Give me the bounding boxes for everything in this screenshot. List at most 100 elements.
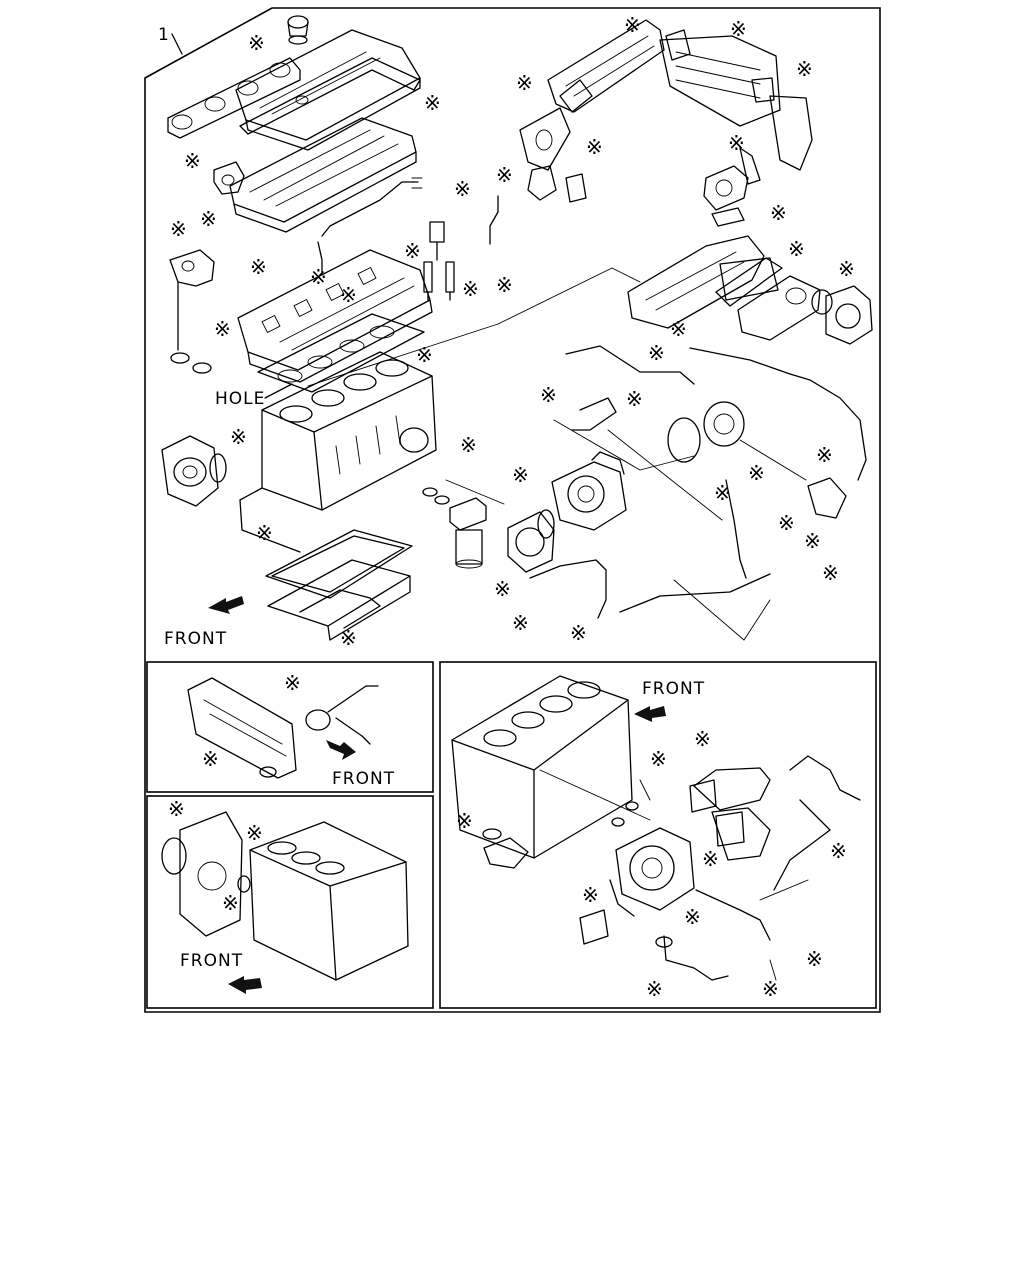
inset-elbow-gasket (689, 779, 717, 813)
main-frame (144, 7, 881, 1013)
svg-text:※: ※ (512, 463, 529, 487)
oil-return-pipe (571, 397, 617, 431)
exhaust-pipe-connector (703, 401, 745, 447)
svg-text:※: ※ (540, 383, 557, 407)
kit-part-markers: ※ ※ ※ ※ ※ ※ ※ ※ ※ ※ ※ ※ ※ ※ ※ ※ ※ ※ ※ ※ … (170, 13, 855, 650)
kit-part-marker-inset-b2: ※ (246, 821, 263, 845)
svg-text:※: ※ (250, 255, 267, 279)
svg-text:※: ※ (256, 521, 273, 545)
turbocharger (551, 451, 627, 531)
intake-manifold (627, 235, 779, 329)
hole-leader (264, 383, 293, 399)
inset-water-manifold (187, 677, 379, 779)
egr-valve-gasket (739, 147, 761, 185)
svg-text:※: ※ (670, 317, 687, 341)
svg-text:※: ※ (702, 847, 719, 871)
hole-label: HOLE (215, 389, 265, 409)
egr-flange-gasket (711, 207, 745, 227)
svg-text:※: ※ (770, 201, 787, 225)
svg-text:※: ※ (816, 443, 833, 467)
inset-adapter-gasket (715, 811, 745, 847)
exhaust-gasket (537, 509, 555, 539)
svg-text:※: ※ (214, 317, 231, 341)
front-arrow-main (208, 596, 244, 614)
kit-part-marker-inset-a2: ※ (202, 747, 219, 771)
cylinder-head-cover (235, 29, 421, 151)
svg-text:※: ※ (730, 17, 747, 41)
svg-text:※: ※ (778, 511, 795, 535)
pipe-fitting (411, 177, 423, 189)
exhaust-adapter (507, 511, 555, 573)
svg-text:※: ※ (424, 91, 441, 115)
head-gasket (257, 313, 425, 393)
o-ring-b (434, 495, 450, 505)
oil-filter (449, 497, 487, 569)
bracket-pipe (725, 479, 747, 579)
turbo-oil-pipe (619, 573, 771, 613)
cylinder-block (239, 351, 437, 553)
inset-cylinder-block-c (451, 675, 633, 859)
svg-text:※: ※ (230, 425, 247, 449)
svg-text:※: ※ (838, 257, 855, 281)
kit-part-marker-inset-a: ※ (284, 671, 301, 695)
egr-cooler-water-pipe (689, 347, 867, 481)
svg-text:※: ※ (184, 149, 201, 173)
svg-text:※: ※ (310, 265, 327, 289)
injector-set (423, 221, 455, 301)
inset-oil-pipe (695, 889, 771, 941)
oil-pan-gasket (265, 529, 413, 599)
svg-text:※: ※ (416, 343, 433, 367)
svg-text:※: ※ (822, 561, 839, 585)
svg-text:※: ※ (586, 135, 603, 159)
inset-turbocharger (609, 827, 695, 917)
svg-text:※: ※ (796, 57, 813, 81)
svg-text:※: ※ (648, 341, 665, 365)
throttle-adapter (737, 275, 821, 341)
front-label-inset-c: FRONT (642, 679, 705, 699)
cylinder-head (237, 249, 433, 383)
svg-text:※: ※ (650, 747, 667, 771)
intake-manifold-gasket-right (715, 257, 783, 307)
inset-leader-lines (539, 769, 809, 981)
water-pump (161, 435, 227, 507)
inset-oil-return-pipe (663, 935, 729, 981)
inset-water-pipe-b (773, 799, 831, 891)
svg-text:※: ※ (404, 239, 421, 263)
inset-frame-top-left (146, 661, 434, 793)
inset-front-cover (161, 811, 251, 937)
svg-text:※: ※ (626, 387, 643, 411)
svg-text:※: ※ (714, 481, 731, 505)
oil-pipe-drop (317, 241, 323, 273)
leader-lines-main (307, 267, 807, 641)
front-arrow-inset-c (634, 706, 666, 722)
svg-text:※: ※ (830, 839, 847, 863)
svg-text:※: ※ (170, 217, 187, 241)
svg-text:※: ※ (248, 31, 265, 55)
egr-cooler (659, 35, 813, 171)
svg-text:※: ※ (804, 529, 821, 553)
throttle-valve (825, 285, 873, 345)
throttle-o-ring (811, 289, 833, 315)
svg-text:※: ※ (454, 177, 471, 201)
svg-text:※: ※ (728, 131, 745, 155)
svg-text:※: ※ (494, 577, 511, 601)
svg-text:※: ※ (512, 611, 529, 635)
svg-text:※: ※ (460, 433, 477, 457)
vacuum-valve (213, 161, 245, 195)
svg-text:※: ※ (806, 947, 823, 971)
front-label-inset-a: FRONT (332, 769, 395, 789)
svg-text:※: ※ (340, 283, 357, 307)
inset-o-ring-b (625, 801, 639, 811)
front-label-inset-b: FRONT (180, 951, 243, 971)
inset-frame-right (439, 661, 877, 1009)
egr-pipe-upper (519, 19, 665, 201)
inset-oil-gasket (655, 936, 673, 948)
inset-o-ring-a (611, 817, 625, 827)
oil-feed-pipe (565, 345, 695, 385)
svg-text:※: ※ (570, 621, 587, 645)
svg-text:※: ※ (762, 977, 779, 1001)
svg-text:※: ※ (748, 461, 765, 485)
svg-text:※: ※ (462, 277, 479, 301)
front-arrow-inset-b (228, 976, 262, 994)
